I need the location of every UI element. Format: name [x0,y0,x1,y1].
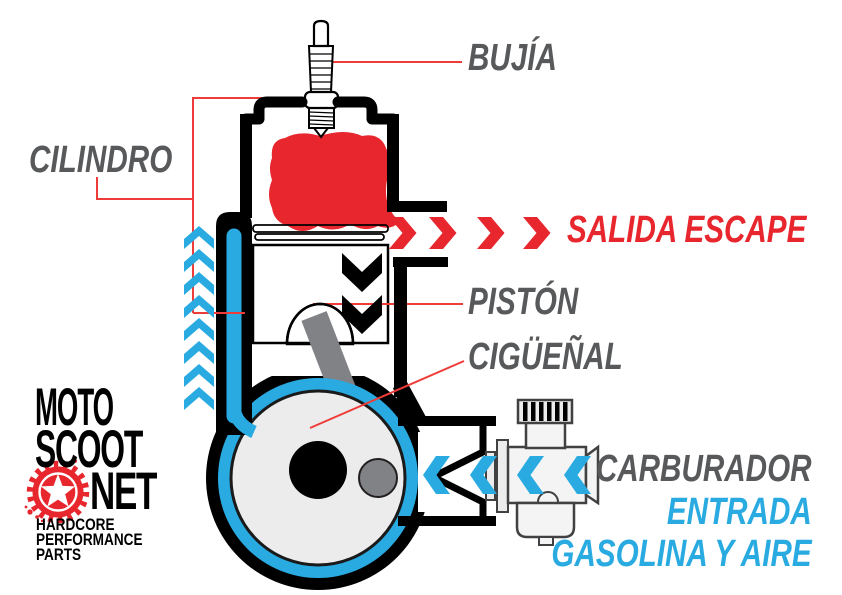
logo-tagline-hardcore: HARDCORE [36,515,115,534]
spark-plug-icon [303,19,340,139]
logo-net: NET [90,462,157,521]
gear-star-logo-icon [24,455,90,524]
carburetor-icon [485,398,600,546]
piston-down-arrows-icon [342,253,382,334]
crankshaft-icon [289,441,347,499]
crank-pin-icon [358,458,398,498]
intake-arrows-icon [423,456,591,494]
exhaust-arrows-icon [389,217,551,249]
label-bujia: BUJÍA [468,37,557,79]
label-salida-escape: SALIDA ESCAPE [567,209,807,251]
combustion-gases-icon [269,132,400,231]
label-cilindro: CILINDRO [29,139,173,181]
label-gasolina-y-aire: GASOLINA Y AIRE [551,533,812,575]
logo-tagline-parts: PARTS [36,545,82,564]
label-carburador: CARBURADOR [596,448,812,490]
logo-moto: MOTO [35,378,114,437]
leader-line-cilindro [96,97,262,313]
transfer-arrows-icon [184,226,214,410]
label-entrada: ENTRADA [667,491,812,533]
cylinder-head-outline [240,96,399,125]
label-ciguenal: CIGÜEÑAL [468,336,623,378]
logo-tagline-performance: PERFORMANCE [36,530,143,549]
transfer-port-icon [226,228,257,438]
piston-arch-outline [285,302,355,345]
label-piston: PISTÓN [468,281,579,323]
logo-scoot: SCOOT [35,420,143,479]
leader-line-ciguenal [309,360,465,429]
